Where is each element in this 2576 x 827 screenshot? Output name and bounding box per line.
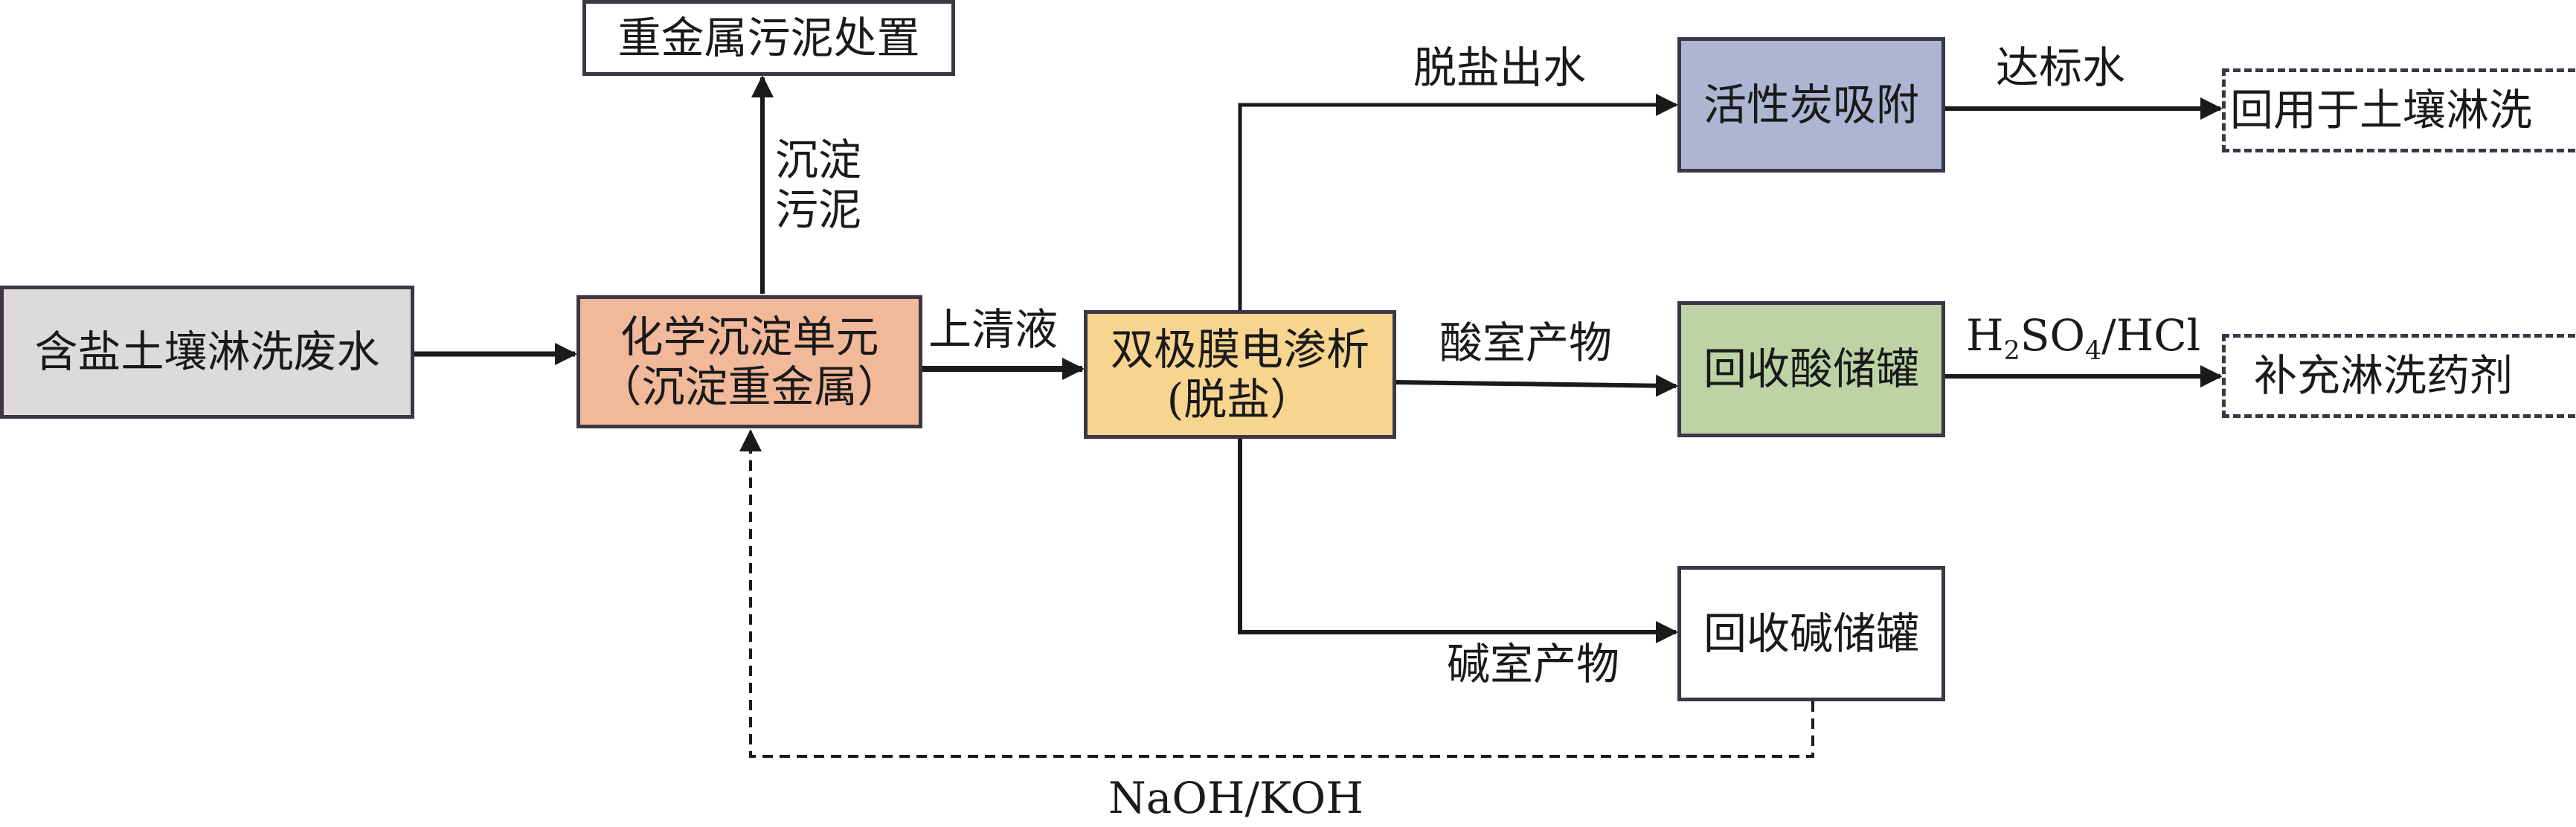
formula-hcl: /HCl xyxy=(2101,310,2201,361)
formula-so: SO xyxy=(2020,310,2086,361)
node-acid-tank-label: 回收酸储罐 xyxy=(1703,344,1919,395)
edge-label-acid-product: 酸室产物 xyxy=(1439,318,1613,368)
node-activated-carbon: 活性炭吸附 xyxy=(1677,37,1945,173)
node-replenish-reagent: 补充淋洗药剂 xyxy=(2222,334,2576,418)
formula-h: H xyxy=(1966,310,2004,361)
node-input-wastewater: 含盐土壤淋洗废水 xyxy=(0,286,414,419)
node-reuse-soil-washing: 回用于土壤淋洗 xyxy=(2222,68,2576,152)
node-carbon-label: 活性炭吸附 xyxy=(1703,79,1919,130)
edge-label-base-recycle: NaOH/KOH xyxy=(1108,773,1364,823)
arrow-bmed-to-acid-tank xyxy=(1395,374,1678,397)
node-acid-tank: 回收酸储罐 xyxy=(1677,301,1945,437)
node-precipitation-line2: （沉淀重金属） xyxy=(598,361,901,412)
arrow-base-recycle-to-precipitation xyxy=(739,429,1814,758)
edge-label-compliant-water: 达标水 xyxy=(1996,42,2126,93)
formula-sub-4: 4 xyxy=(2085,336,2102,367)
node-precipitation-line1: 化学沉淀单元 xyxy=(620,311,879,362)
node-bmed-line1: 双极膜电渗析 xyxy=(1110,324,1369,375)
node-chemical-precipitation: 化学沉淀单元 （沉淀重金属） xyxy=(576,295,922,428)
node-bmed-line2: (脱盐） xyxy=(1166,373,1314,425)
node-base-tank-label: 回收碱储罐 xyxy=(1703,608,1919,659)
node-input-label: 含盐土壤淋洗废水 xyxy=(34,326,380,378)
edge-label-sludge-line2: 污泥 xyxy=(775,184,862,235)
edge-label-base-product: 碱室产物 xyxy=(1447,639,1620,689)
node-base-tank: 回收碱储罐 xyxy=(1677,566,1945,701)
node-replenish-label: 补充淋洗药剂 xyxy=(2254,350,2514,402)
edge-label-sludge-line1: 沉淀 xyxy=(775,135,862,185)
edge-label-desalted-water: 脱盐出水 xyxy=(1413,42,1587,93)
node-bipolar-membrane-electrodialysis: 双极膜电渗析 (脱盐） xyxy=(1084,310,1396,439)
node-reuse-label: 回用于土壤淋洗 xyxy=(2230,85,2533,136)
node-sludge-label: 重金属污泥处置 xyxy=(617,12,920,63)
arrow-bmed-to-carbon xyxy=(1238,94,1678,310)
arrow-bmed-to-base-tank xyxy=(1238,439,1678,643)
formula-sub-2: 2 xyxy=(2003,336,2020,367)
edge-label-acid-recycle: H2SO4/HCl xyxy=(1966,310,2201,367)
edge-label-sludge-flow: 沉淀 污泥 xyxy=(775,135,861,234)
edge-label-supernatant: 上清液 xyxy=(928,304,1059,355)
node-sludge-disposal: 重金属污泥处置 xyxy=(582,0,955,76)
